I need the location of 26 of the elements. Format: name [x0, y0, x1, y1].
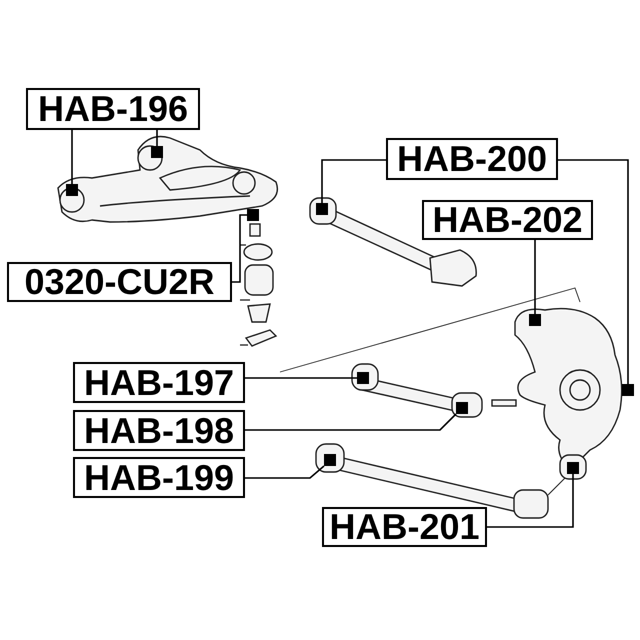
- part-number-label: 0320-CU2R: [7, 262, 232, 302]
- marker-square: [456, 402, 468, 414]
- part-number-label: HAB-196: [26, 88, 200, 130]
- marker-square: [324, 454, 336, 466]
- leader-line: [71, 130, 73, 184]
- part-number-label: HAB-200: [386, 138, 558, 180]
- leader-line: [245, 413, 457, 431]
- leader-line: [558, 159, 629, 384]
- leader-line: [245, 465, 325, 479]
- marker-square: [316, 203, 328, 215]
- part-number-label: HAB-198: [73, 410, 245, 451]
- part-number-label: HAB-202: [422, 200, 593, 240]
- part-number-label: HAB-199: [73, 457, 245, 498]
- marker-square: [529, 314, 541, 326]
- marker-square: [151, 146, 163, 158]
- marker-square: [357, 372, 369, 384]
- leader-line: [534, 240, 536, 314]
- marker-square: [567, 462, 579, 474]
- part-number-label: HAB-201: [322, 507, 487, 547]
- leader-line: [487, 474, 574, 528]
- leader-line: [156, 130, 158, 146]
- marker-square: [66, 184, 78, 196]
- part-number-label: HAB-197: [73, 362, 245, 403]
- leader-line: [232, 214, 247, 283]
- marker-square: [622, 384, 634, 396]
- marker-square: [247, 209, 259, 221]
